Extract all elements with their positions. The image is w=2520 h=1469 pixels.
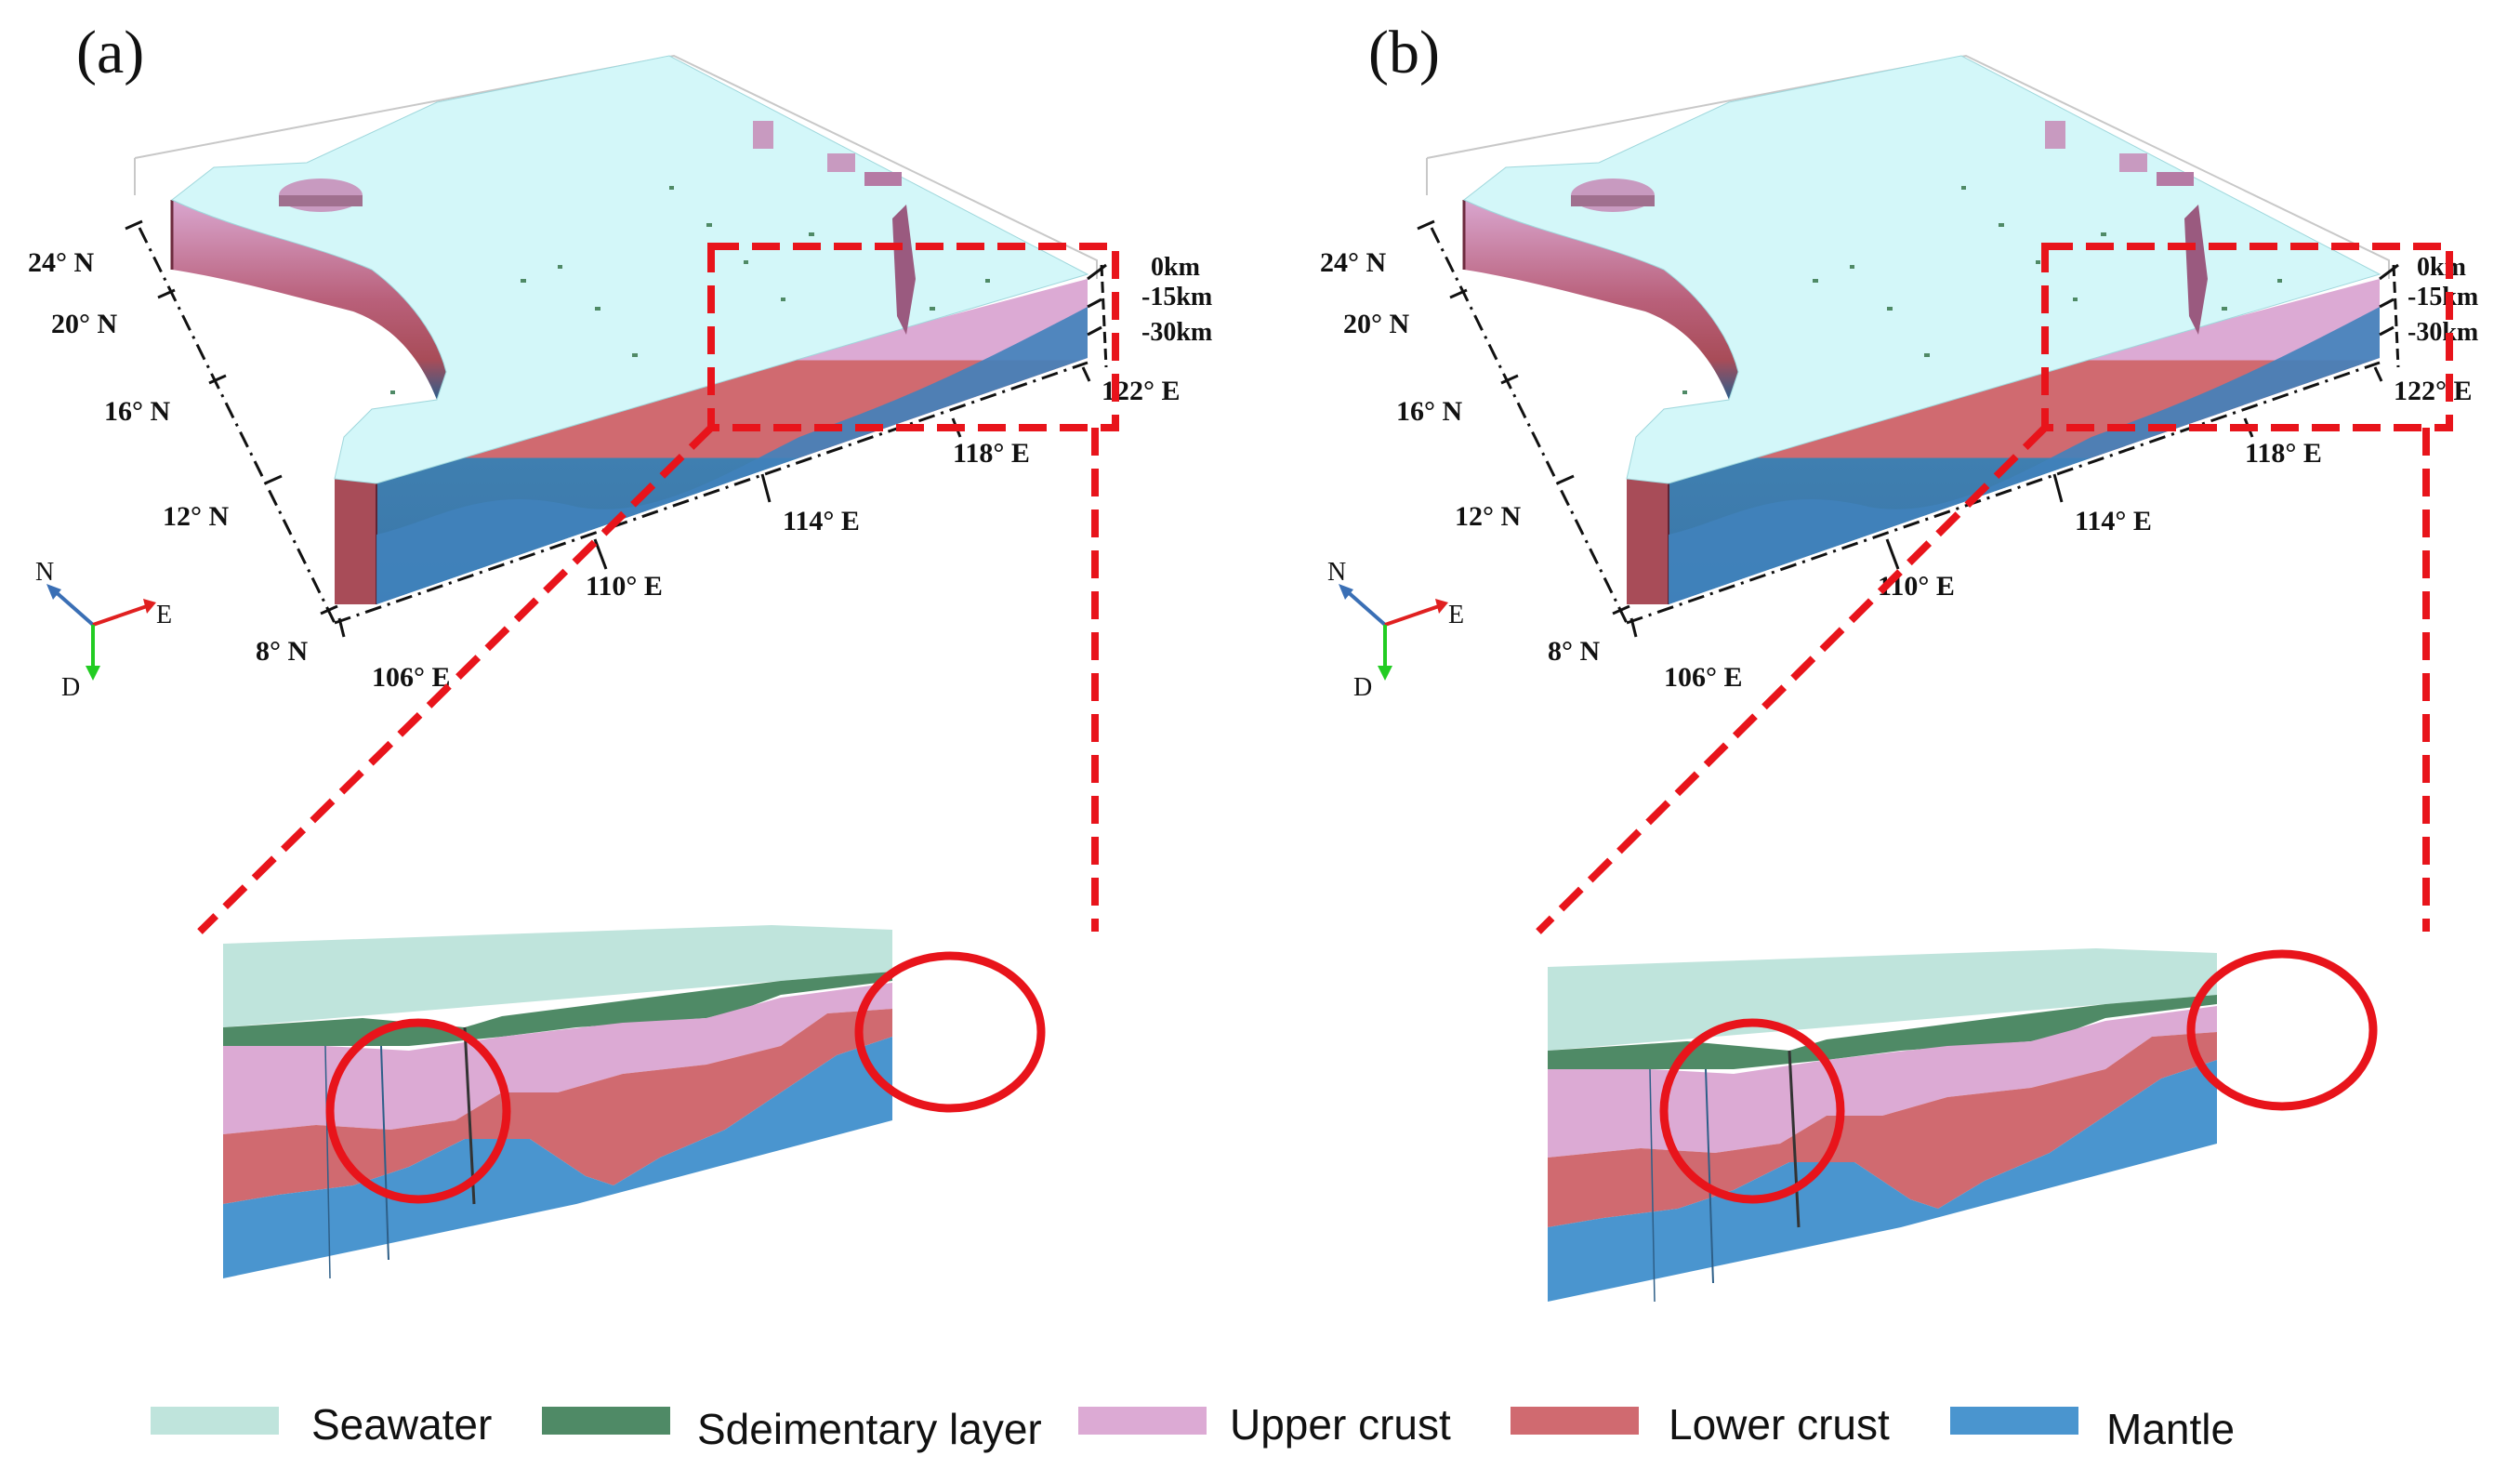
panel-b-depth-tick: 0km [2417,253,2466,282]
legend-label-lower-crust: Lower crust [1669,1400,1890,1449]
panel-a-lat-tick: 16° N [104,396,170,427]
down-label: D [61,673,80,702]
legend-label-seawater: Seawater [311,1400,492,1449]
panel-b-lon-tick: 122° E [2394,376,2473,406]
east-label: E [1448,601,1464,629]
east-arrow [92,604,148,627]
panel-b: (b) 24° N 20° N 16° N 12° N 8° N 106° E … [1320,19,2478,1304]
panel-b-highlight-circle [1659,1018,1845,1204]
panel-a-lon-tick: 114° E [783,506,860,536]
legend-swatch-seawater [151,1407,279,1435]
panel-b-depth-tick: -15km [2408,283,2478,311]
north-label: N [1327,558,1346,587]
panel-a-zoom-slice [221,923,894,1280]
panel-a-lon-tick: 106° E [372,662,451,693]
panel-a-orientation-triad: N E D [35,558,172,702]
north-arrow [52,589,95,627]
panel-b-lon-tick: 106° E [1664,662,1743,693]
legend-label-upper-crust: Upper crust [1230,1400,1451,1449]
panel-b-lat-tick: 24° N [1320,247,1386,278]
panel-b-zoom-box [2041,243,2453,431]
panel-a-zoom-box [707,243,1119,431]
legend-swatch-upper-crust [1078,1407,1207,1435]
panel-b-lat-tick: 16° N [1396,396,1462,427]
panel-b-lat-tick: 20° N [1343,309,1409,339]
panel-b-zoom-leader [1536,425,2048,934]
panel-a-zoom-leader [197,425,714,934]
panel-b-lon-tick: 118° E [2245,438,2322,469]
panel-b-zoom-slice [1546,946,2219,1304]
panel-a-3d-block [124,54,1108,639]
panel-a-highlight-circle [854,951,1046,1113]
panel-b-lon-tick: 114° E [2075,506,2152,536]
panel-a-depth-tick: -15km [1141,283,1212,311]
panel-b-lat-tick: 12° N [1455,501,1521,532]
legend-swatch-mantle [1950,1407,2078,1435]
panel-b-orientation-triad: N E D [1327,558,1464,702]
north-arrow [1344,589,1387,627]
panel-a-lat-tick: 8° N [256,636,308,667]
panel-a-lat-tick: 12° N [163,501,229,532]
panel-a-lat-tick: 20° N [51,309,117,339]
panel-b-depth-tick: -30km [2408,318,2478,347]
panel-a-highlight-circle [325,1018,511,1204]
panel-a-lat-tick: 24° N [28,247,94,278]
panel-a-letter: (a) [76,19,144,86]
panel-b-3d-block [1416,54,2400,639]
north-label: N [35,558,54,587]
down-label: D [1353,673,1372,702]
panel-a-depth-tick: -30km [1141,318,1212,347]
panel-a-depth-tick: 0km [1151,253,1200,282]
panel-b-lat-tick: 8° N [1548,636,1600,667]
legend: Seawater Sdeimentary layer Upper crust L… [151,1400,2235,1453]
legend-swatch-lower-crust [1511,1407,1639,1435]
east-label: E [156,601,172,629]
east-arrow [1384,604,1440,627]
panel-a-lon-tick: 110° E [586,571,663,602]
panel-a-lon-tick: 118° E [953,438,1030,469]
panel-a: (a) 24° N 20° N 16° N 12° N 8° N 106° E … [28,19,1212,1280]
legend-swatch-sedimentary [542,1407,670,1435]
legend-label-mantle: Mantle [2106,1405,2235,1453]
legend-label-sedimentary: Sdeimentary layer [697,1405,1042,1453]
panel-b-highlight-circle [2186,949,2378,1111]
panel-b-letter: (b) [1368,19,1440,86]
